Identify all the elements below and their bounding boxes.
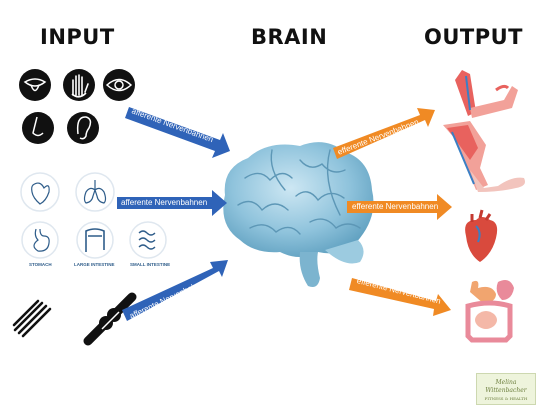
tongue-icon: [19, 69, 51, 101]
small-intestine-icon: [129, 221, 167, 259]
input-heading: INPUT: [40, 25, 115, 49]
heart-icon: [20, 172, 60, 212]
afferent-arrow-3: [122, 260, 228, 321]
logo-tagline: FITNESS & HEALTH: [484, 396, 528, 401]
ear-icon: [67, 112, 99, 144]
stomach-label: STOMACH: [29, 262, 52, 267]
hand-icon: [63, 69, 95, 101]
brain-heading: BRAIN: [251, 25, 328, 49]
output-heading: OUTPUT: [424, 25, 523, 49]
large-intestine-label: LARGE INTESTINE: [74, 262, 115, 267]
efferent-arrow-2: [347, 194, 452, 220]
stomach-icon: [21, 221, 59, 259]
brand-logo: Melina Wittenbacher FITNESS & HEALTH: [476, 373, 536, 405]
logo-script: Melina Wittenbacher: [485, 379, 527, 394]
joint-icon: [83, 292, 137, 346]
lungs-icon: [75, 172, 115, 212]
efferent-label-2: efferente Nervenbahnen: [352, 202, 439, 211]
brain-illustration: [223, 142, 374, 287]
eye-icon: [103, 69, 135, 101]
afferent-arrow-2: [117, 190, 227, 216]
heart-organ-illustration: [465, 209, 498, 262]
digestive-system-illustration: [465, 280, 514, 343]
nose-icon: [22, 112, 54, 144]
leg-muscle-illustration: [443, 121, 525, 192]
large-intestine-icon: [76, 221, 114, 259]
afferent-arrow-1: [125, 107, 230, 158]
afferent-label-2: afferente Nervenbahnen: [121, 198, 208, 207]
arm-muscle-illustration: [455, 70, 518, 118]
small-intestine-label: SMALL INTESTINE: [130, 262, 171, 267]
efferent-arrow-1: [333, 108, 435, 159]
muscle-fibers-icon: [12, 299, 52, 338]
efferent-arrow-3: [349, 278, 451, 316]
